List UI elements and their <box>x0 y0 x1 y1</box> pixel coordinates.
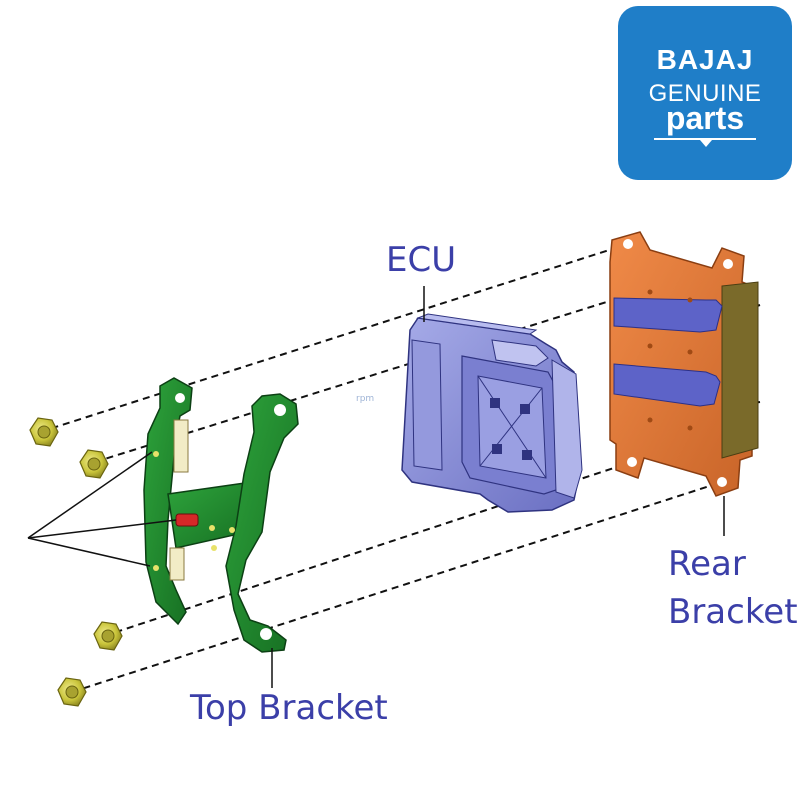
rear-bracket-label-line1: Rear <box>668 544 746 584</box>
logo-genuine: GENUINE <box>648 80 762 107</box>
watermark-text: rpm <box>356 394 375 404</box>
top-bracket-label: Top Bracket <box>190 688 388 728</box>
nut-1 <box>29 417 59 447</box>
logo-underline <box>654 138 756 140</box>
pointer-line-2 <box>27 519 177 539</box>
assembly-line-4 <box>71 481 723 693</box>
logo-parts: parts <box>665 100 745 136</box>
leader-lines <box>27 286 725 688</box>
nut-4 <box>57 677 87 707</box>
mounting-nuts <box>29 417 123 707</box>
logo-arrow-icon <box>700 140 712 147</box>
ecu-unit <box>401 313 583 513</box>
ecu-label: ECU <box>386 240 457 280</box>
logo-brand: BAJAJ <box>656 44 754 75</box>
nut-3 <box>93 621 123 651</box>
nut-2 <box>79 449 109 479</box>
pointer-line-3 <box>27 537 151 567</box>
rear-bracket <box>609 231 759 497</box>
assembly-line-1 <box>39 243 629 433</box>
rear-bracket-label-line2: Bracket <box>668 592 798 632</box>
assembly-line-3 <box>103 461 633 637</box>
pointer-line-1 <box>27 451 153 539</box>
bajaj-genuine-parts-logo: BAJAJ GENUINE parts <box>618 6 792 180</box>
top-bracket <box>143 377 299 653</box>
